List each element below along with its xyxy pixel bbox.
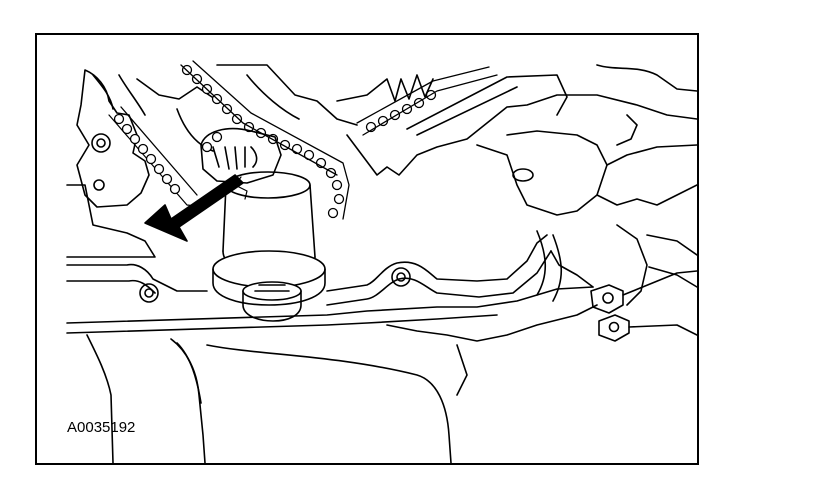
pointer-arrow [144, 174, 248, 242]
engine-block-upper-left [66, 69, 216, 258]
oil-pan-flange [66, 234, 594, 334]
engine-block-upper-right [216, 64, 697, 306]
bolt-right [590, 270, 697, 342]
crankshaft-sprocket-tool [200, 127, 326, 322]
figure-id-label: A0035192 [67, 419, 136, 436]
figure-frame: A0035192 [35, 33, 699, 465]
engine-timing-chain-illustration [66, 60, 697, 463]
timing-chain [108, 60, 498, 220]
oil-pan-lower [86, 304, 598, 463]
